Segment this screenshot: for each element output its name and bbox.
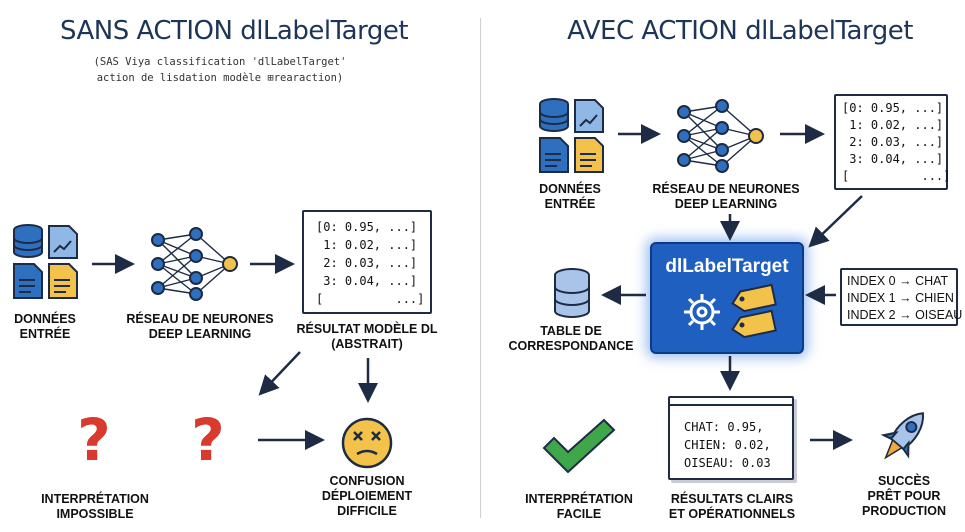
left-input-label-line-2: ENTRÉE	[19, 327, 71, 341]
confusion-label: CONFUSION DÉPLOIEMENT DIFFICILE	[300, 474, 434, 519]
result-label-line-2: ET OPÉRATIONNELS	[668, 507, 796, 521]
confused-face-icon	[341, 417, 393, 469]
right-input-label: DONNÉES ENTRÉE	[525, 182, 615, 212]
left-output-label-line-1: RÉSULTAT MODÈLE DL	[296, 322, 438, 336]
success-label-line-1: SUCCÈS	[877, 474, 931, 488]
arrow-output-to-question	[258, 351, 301, 396]
left-subtitle: (SAS Viya classification 'dlLabelTarget'…	[60, 54, 380, 86]
index-mapping-box: INDEX 0 → CHAT INDEX 1 → CHIEN INDEX 2 →…	[840, 268, 963, 326]
table-label-line-1: TABLE DE	[540, 324, 602, 338]
tag-icon	[731, 283, 777, 339]
table-label-line-2: CORRESPONDANCE	[508, 339, 634, 353]
action-title: dlLabelTarget	[665, 256, 789, 277]
database-icon	[539, 98, 569, 132]
neural-network-icon	[151, 227, 238, 301]
right-network-label-line-1: RÉSEAU DE NEURONES	[652, 182, 800, 196]
result-label-line-1: RÉSULTATS CLAIRS	[670, 492, 794, 506]
dllabeltarget-action-box: dlLabelTarget	[650, 242, 804, 354]
left-network-label: RÉSEAU DE NEURONES DEEP LEARNING	[125, 312, 275, 342]
success-label: SUCCÈS PRÊT POUR PRODUCTION	[850, 474, 958, 519]
question-mark-icon: ?	[77, 406, 111, 474]
right-output-line-0: [0: 0.95, ...]	[842, 101, 944, 115]
left-output-line-0: [0: 0.95, ...]	[316, 220, 418, 234]
right-output-line-4: [ ...]	[842, 169, 951, 183]
clear-results-box: CHAT: 0.95, CHIEN: 0.02, OISEAU: 0.03	[668, 396, 794, 480]
left-interp-label-line-1: INTERPRÉTATION	[41, 492, 149, 506]
rocket-icon	[880, 412, 924, 460]
left-network-label-line-2: DEEP LEARNING	[148, 327, 252, 341]
gear-icon	[684, 294, 720, 330]
right-interp-label-line-1: INTERPRÉTATION	[525, 492, 633, 506]
section-divider	[480, 18, 481, 518]
right-output-line-1: 1: 0.02, ...]	[842, 118, 944, 132]
database-icon	[554, 268, 590, 318]
left-input-label: DONNÉES ENTRÉE	[0, 312, 90, 342]
confusion-label-line-3: DIFFICILE	[337, 504, 397, 518]
results-box-header	[670, 398, 792, 406]
confusion-label-line-1: CONFUSION	[329, 474, 405, 488]
checkmark-icon	[542, 418, 616, 474]
chart-doc-icon	[574, 99, 604, 133]
document-icon	[48, 263, 78, 299]
right-flow-arrows	[601, 124, 863, 450]
mapping-line-0: INDEX 0 → CHAT	[847, 274, 949, 288]
left-title: SANS ACTION dlLabelTarget	[60, 16, 409, 46]
right-model-output-box: [0: 0.95, ...] 1: 0.02, ...] 2: 0.03, ..…	[834, 94, 951, 190]
document-icon	[574, 137, 604, 173]
table-label: TABLE DE CORRESPONDANCE	[505, 324, 637, 354]
right-output-line-2: 2: 0.03, ...]	[842, 135, 944, 149]
result-line-0: CHAT: 0.95,	[684, 420, 764, 434]
right-network-label-line-2: DEEP LEARNING	[674, 197, 778, 211]
result-line-2: OISEAU: 0.03	[684, 456, 771, 470]
mapping-line-1: INDEX 1 → CHIEN	[847, 291, 954, 305]
left-flow-arrows	[92, 254, 378, 450]
right-interp-label: INTERPRÉTATION FACILE	[514, 492, 644, 522]
database-icon	[13, 224, 43, 258]
mapping-line-2: INDEX 2 → OISEAU	[847, 308, 963, 322]
right-data-input-icons	[539, 98, 604, 173]
arrow-output-to-action	[808, 195, 863, 248]
left-subtitle-line-2: action de lisdation modèle ⊞rearaction)	[96, 72, 344, 84]
result-line-1: CHIEN: 0.02,	[684, 438, 771, 452]
left-subtitle-line-1: (SAS Viya classification 'dlLabelTarget'	[93, 56, 347, 68]
right-title: AVEC ACTION dlLabelTarget	[567, 16, 913, 46]
left-interp-label-line-2: IMPOSSIBLE	[56, 507, 134, 521]
chart-doc-icon	[48, 225, 78, 259]
right-network-label: RÉSEAU DE NEURONES DEEP LEARNING	[651, 182, 801, 212]
right-input-label-line-1: DONNÉES	[539, 182, 601, 196]
left-interp-label: INTERPRÉTATION IMPOSSIBLE	[30, 492, 160, 522]
left-data-input-icons	[13, 224, 78, 299]
left-input-label-line-1: DONNÉES	[14, 312, 76, 326]
right-input-label-line-2: ENTRÉE	[544, 197, 596, 211]
right-output-line-3: 3: 0.04, ...]	[842, 152, 944, 166]
neural-network-icon	[677, 99, 764, 173]
document-icon	[539, 137, 569, 173]
left-output-label: RÉSULTAT MODÈLE DL (ABSTRAIT)	[282, 322, 452, 352]
left-network-label-line-1: RÉSEAU DE NEURONES	[126, 312, 274, 326]
document-icon	[13, 263, 43, 299]
left-output-line-3: 3: 0.04, ...]	[316, 274, 418, 288]
left-output-line-4: [ ...]	[316, 292, 425, 306]
left-output-label-line-2: (ABSTRAIT)	[331, 337, 403, 351]
success-label-line-3: PRODUCTION	[861, 504, 947, 518]
result-label: RÉSULTATS CLAIRS ET OPÉRATIONNELS	[652, 492, 812, 522]
right-interp-label-line-2: FACILE	[556, 507, 602, 521]
left-output-line-2: 2: 0.03, ...]	[316, 256, 418, 270]
left-output-line-1: 1: 0.02, ...]	[316, 238, 418, 252]
confusion-label-line-2: DÉPLOIEMENT	[321, 489, 413, 503]
left-model-output-box: [0: 0.95, ...] 1: 0.02, ...] 2: 0.03, ..…	[302, 210, 432, 314]
question-mark-icon: ?	[191, 406, 225, 474]
success-label-line-2: PRÊT POUR	[867, 489, 941, 503]
